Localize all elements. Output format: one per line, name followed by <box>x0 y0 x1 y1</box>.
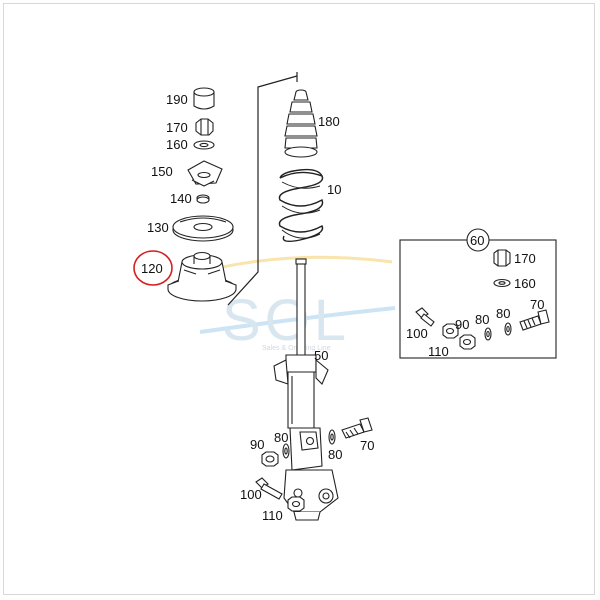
label-box-160: 160 <box>514 276 536 291</box>
assembly-bracket <box>227 72 298 306</box>
label-side-110: 110 <box>262 508 283 523</box>
part-180-bellows <box>284 89 318 158</box>
label-180: 180 <box>318 114 340 129</box>
side-part-90-nut <box>261 451 279 467</box>
label-120: 120 <box>141 261 163 276</box>
box-part-170-nut <box>493 249 511 267</box>
label-170: 170 <box>166 120 188 135</box>
label-box-80a: 80 <box>475 312 489 327</box>
label-150: 150 <box>151 164 173 179</box>
label-side-80a: 80 <box>274 430 288 445</box>
box-part-90-nut <box>442 323 459 339</box>
label-190: 190 <box>166 92 188 107</box>
label-160: 160 <box>166 137 188 152</box>
side-part-80-washer <box>282 443 290 459</box>
highlight-circle-120 <box>133 250 173 286</box>
label-140: 140 <box>170 191 192 206</box>
box-part-80a-washer <box>484 327 492 341</box>
label-box-70: 70 <box>530 297 544 312</box>
part-160-washer <box>193 140 215 150</box>
part-120-strut-mount <box>167 251 237 302</box>
box-part-80b-washer <box>504 322 512 336</box>
side-part-100-bolt <box>255 477 283 500</box>
part-10-coil-spring <box>278 168 324 243</box>
part-170-nut <box>195 118 214 136</box>
label-side-100: 100 <box>240 487 262 502</box>
side-part-80b-washer <box>328 429 336 445</box>
part-150-plate <box>187 160 223 187</box>
label-50: 50 <box>314 348 328 363</box>
part-labels: 190 170 160 150 140 130 120 180 10 50 90… <box>141 92 544 523</box>
part-140-ring <box>196 194 210 204</box>
watermark-swoosh-top <box>217 255 393 270</box>
label-box-170: 170 <box>514 251 536 266</box>
label-box-110: 110 <box>428 344 449 359</box>
part-190-cap <box>193 87 215 110</box>
label-box-80b: 80 <box>496 306 510 321</box>
box-part-100-bolt <box>415 307 435 327</box>
part-130-bearing <box>172 215 234 242</box>
label-side-80b: 80 <box>328 447 342 462</box>
label-130: 130 <box>147 220 169 235</box>
detail-box-number-circle <box>466 228 490 252</box>
box-part-160-washer <box>493 278 511 288</box>
side-part-70-bolt <box>341 417 373 439</box>
label-box-60: 60 <box>470 233 484 248</box>
box-part-110-nut <box>459 334 476 350</box>
label-side-90: 90 <box>250 437 264 452</box>
label-side-70: 70 <box>360 438 374 453</box>
watermark-tagline: Sales & Ordering Line <box>262 345 331 352</box>
watermark-logo-text: SOL <box>222 288 350 353</box>
sol-watermark: SOL Sales & Ordering Line <box>199 255 396 353</box>
bracket-top-line <box>227 75 298 306</box>
box-part-70-bolt <box>519 309 550 331</box>
label-10: 10 <box>327 182 341 197</box>
label-box-90: 90 <box>455 317 469 332</box>
side-part-110-nut <box>287 496 305 512</box>
detail-box-60 <box>399 228 557 359</box>
label-box-100: 100 <box>406 326 428 341</box>
